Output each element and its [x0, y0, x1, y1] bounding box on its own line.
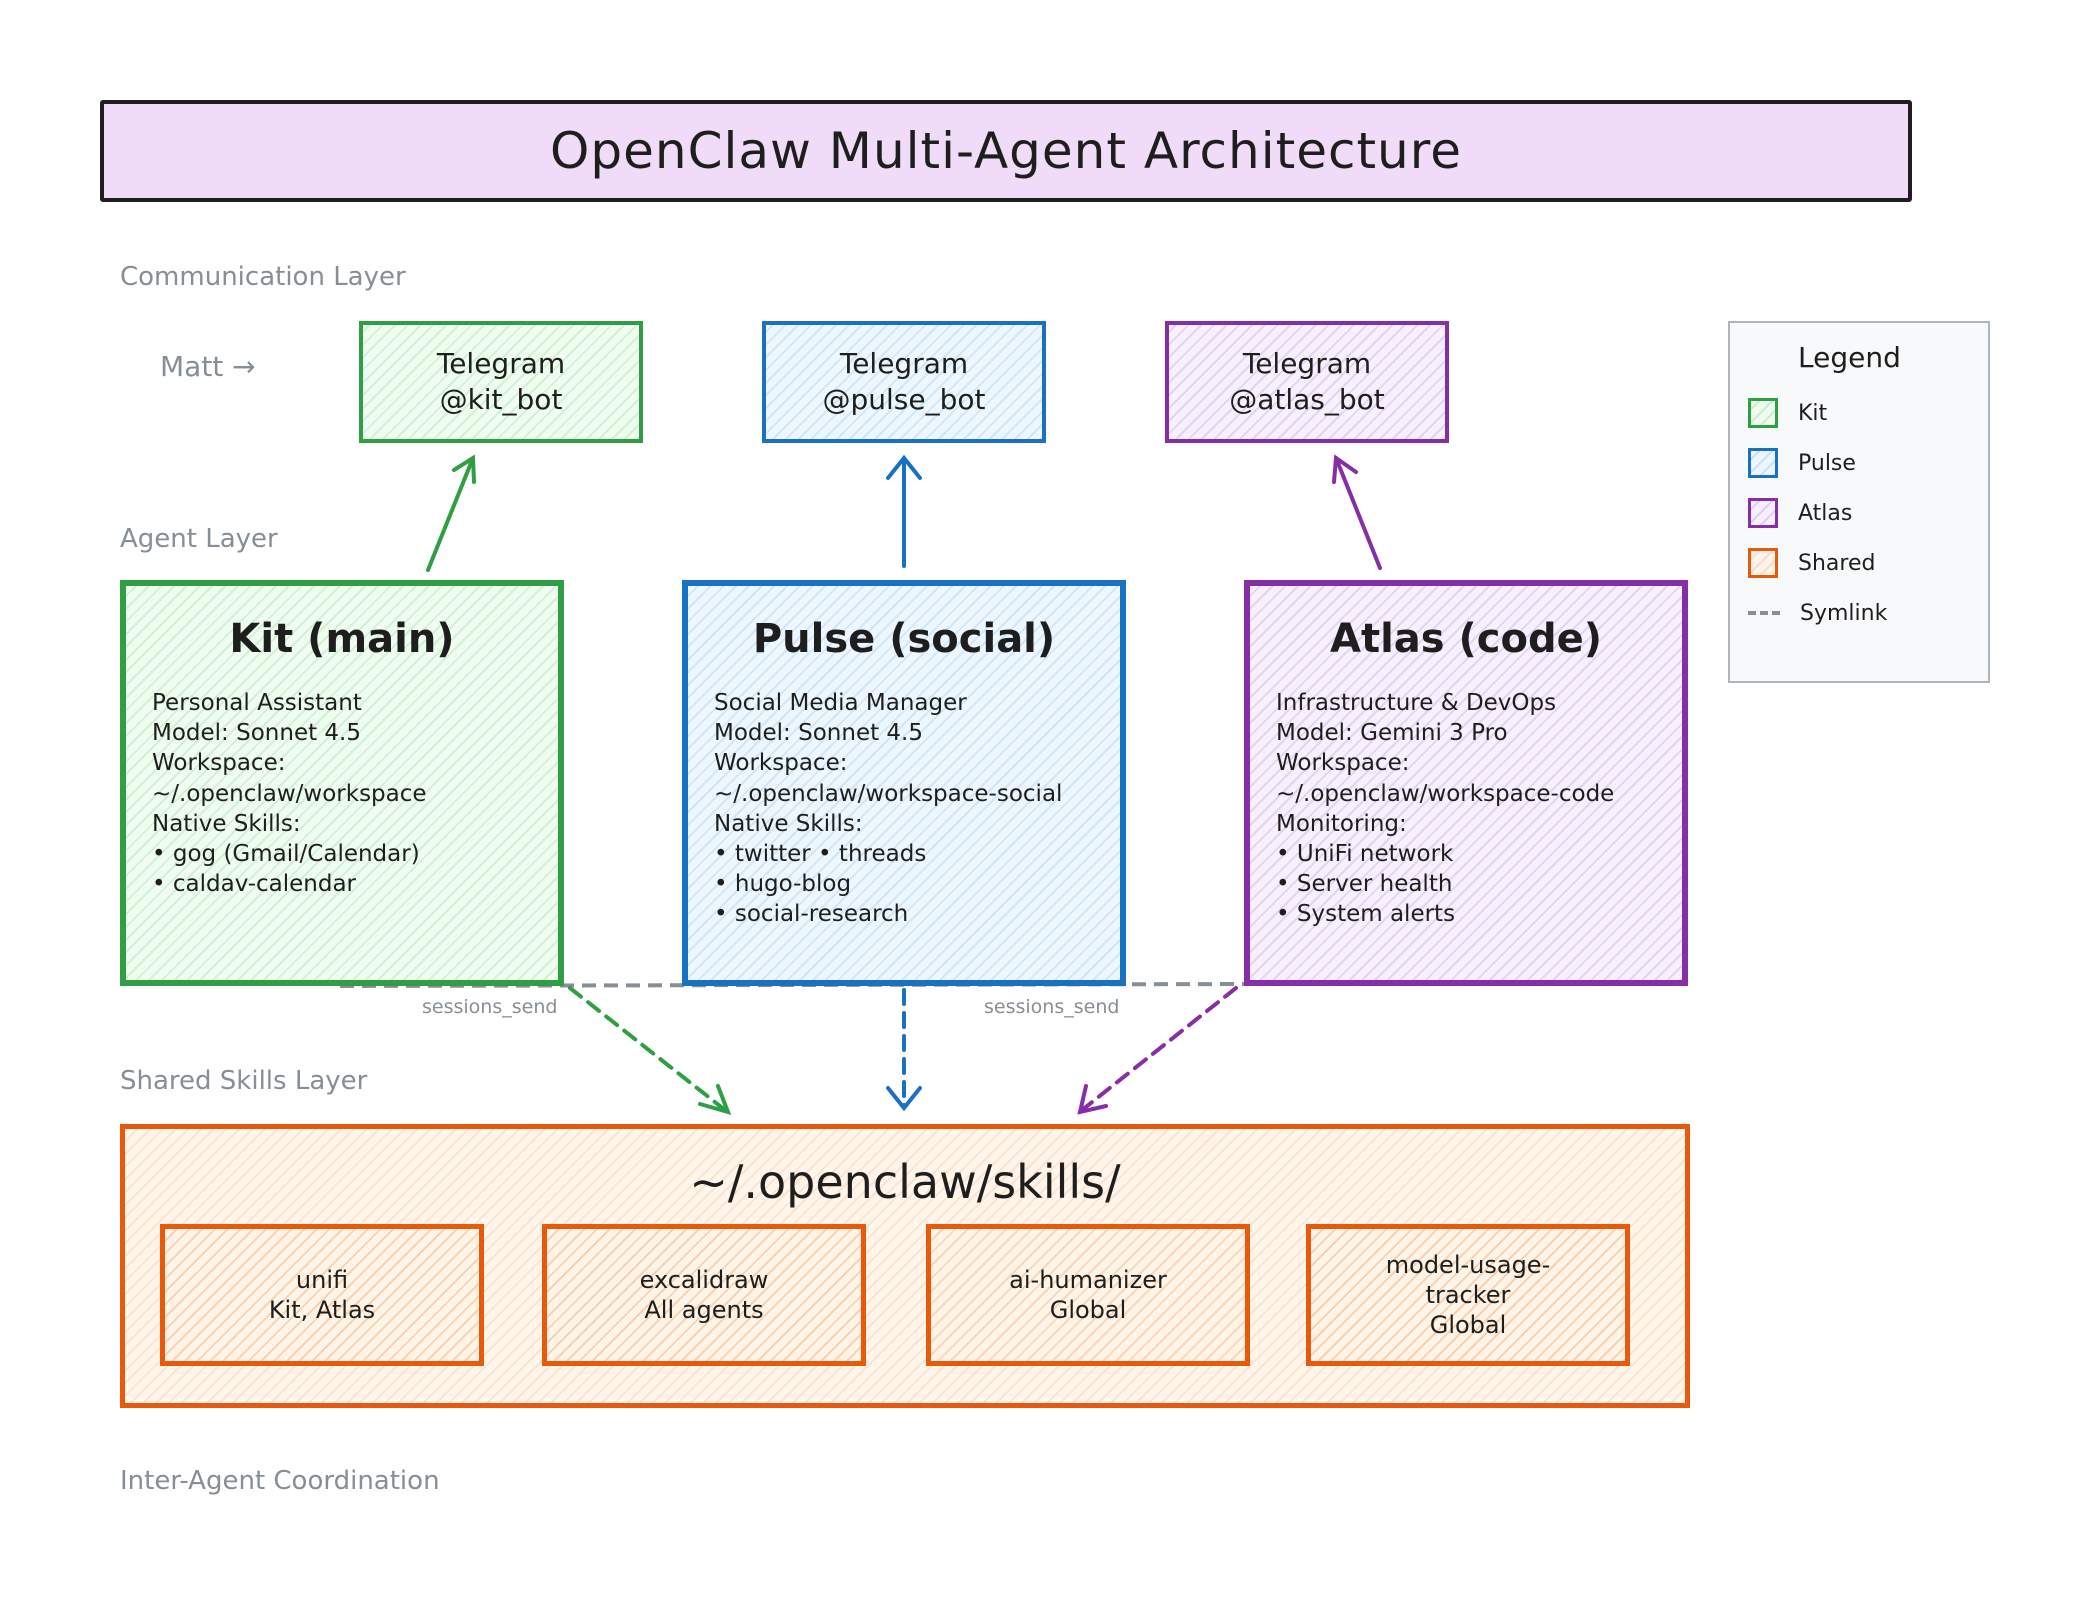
- user-label: Matt →: [160, 350, 256, 383]
- telegram-kit-box[interactable]: Telegram @kit_bot: [359, 321, 643, 443]
- legend-label-atlas: Atlas: [1798, 500, 1853, 526]
- shared-layer-label: Shared Skills Layer: [120, 1066, 368, 1096]
- telegram-pulse-box[interactable]: Telegram @pulse_bot: [762, 321, 1046, 443]
- telegram-atlas-box[interactable]: Telegram @atlas_bot: [1165, 321, 1449, 443]
- legend-item-atlas: Atlas: [1748, 488, 1988, 538]
- telegram-kit-line1: Telegram: [436, 347, 566, 380]
- skill-scope: Global: [1429, 1311, 1507, 1339]
- telegram-pulse-handle: @pulse_bot: [822, 383, 986, 416]
- telegram-atlas-line1: Telegram: [1242, 347, 1372, 380]
- shared-skills-path: ~/.openclaw/skills/: [689, 1155, 1121, 1209]
- skill-name: model-usage- tracker: [1385, 1251, 1551, 1309]
- legend: Legend Kit Pulse Atlas Shared Symlink: [1728, 321, 1990, 683]
- legend-swatch-symlink: [1748, 611, 1780, 615]
- skill-scope: Kit, Atlas: [268, 1296, 376, 1324]
- legend-item-shared: Shared: [1748, 538, 1988, 588]
- symlink-arrow-kit: [568, 986, 727, 1112]
- coordination-layer-label: Inter-Agent Coordination: [120, 1466, 440, 1496]
- telegram-kit-handle: @kit_bot: [439, 383, 563, 416]
- agent-atlas-details: Infrastructure & DevOps Model: Gemini 3 …: [1276, 690, 1615, 928]
- legend-swatch-shared: [1748, 548, 1778, 578]
- skill-name: ai-humanizer: [1009, 1266, 1167, 1294]
- legend-label-symlink: Symlink: [1800, 600, 1888, 626]
- legend-label-pulse: Pulse: [1798, 450, 1856, 476]
- legend-label-shared: Shared: [1798, 550, 1876, 576]
- skill-unifi[interactable]: unifi Kit, Atlas: [160, 1224, 484, 1366]
- agent-pulse-box[interactable]: Pulse (social) Social Media Manager Mode…: [682, 580, 1126, 986]
- telegram-atlas-handle: @atlas_bot: [1229, 383, 1385, 416]
- legend-label-kit: Kit: [1798, 400, 1828, 426]
- skill-ai-humanizer[interactable]: ai-humanizer Global: [926, 1224, 1250, 1366]
- agent-atlas-title: Atlas (code): [1329, 616, 1603, 662]
- legend-item-pulse: Pulse: [1748, 438, 1988, 488]
- sessions-send-label-left: sessions_send: [422, 996, 558, 1018]
- agent-kit-details: Personal Assistant Model: Sonnet 4.5 Wor…: [152, 690, 427, 898]
- title-banner: OpenClaw Multi-Agent Architecture: [100, 100, 1912, 202]
- symlink-arrow-atlas: [1080, 986, 1238, 1112]
- sessions-send-label-right: sessions_send: [984, 996, 1120, 1018]
- skill-name: excalidraw: [639, 1266, 769, 1294]
- legend-swatch-kit: [1748, 398, 1778, 428]
- skill-scope: All agents: [644, 1296, 764, 1324]
- skill-scope: Global: [1049, 1296, 1127, 1324]
- skill-excalidraw[interactable]: excalidraw All agents: [542, 1224, 866, 1366]
- symlink-arrowhead-kit: [698, 1084, 732, 1116]
- arrow-atlas-telegram: [1332, 454, 1382, 570]
- arrow-pulse-telegram: [886, 454, 922, 568]
- agent-atlas-box[interactable]: Atlas (code) Infrastructure & DevOps Mod…: [1244, 580, 1688, 986]
- arrow-kit-telegram: [426, 454, 476, 572]
- legend-swatch-atlas: [1748, 498, 1778, 528]
- symlink-arrowhead-atlas: [1077, 1084, 1108, 1115]
- symlink-arrowhead-pulse: [886, 1086, 922, 1112]
- skill-name: unifi: [295, 1266, 349, 1294]
- page-title: OpenClaw Multi-Agent Architecture: [550, 122, 1462, 180]
- skill-model-usage-tracker[interactable]: model-usage- tracker Global: [1306, 1224, 1630, 1366]
- legend-item-kit: Kit: [1748, 388, 1988, 438]
- communication-layer-label: Communication Layer: [120, 262, 406, 292]
- legend-title: Legend: [1798, 341, 1901, 374]
- legend-swatch-pulse: [1748, 448, 1778, 478]
- agent-layer-label: Agent Layer: [120, 524, 278, 554]
- telegram-pulse-line1: Telegram: [839, 347, 969, 380]
- agent-pulse-details: Social Media Manager Model: Sonnet 4.5 W…: [714, 690, 1063, 928]
- legend-item-symlink: Symlink: [1748, 588, 1988, 638]
- agent-kit-box[interactable]: Kit (main) Personal Assistant Model: Son…: [120, 580, 564, 986]
- agent-pulse-title: Pulse (social): [752, 616, 1056, 662]
- agent-kit-title: Kit (main): [229, 616, 455, 662]
